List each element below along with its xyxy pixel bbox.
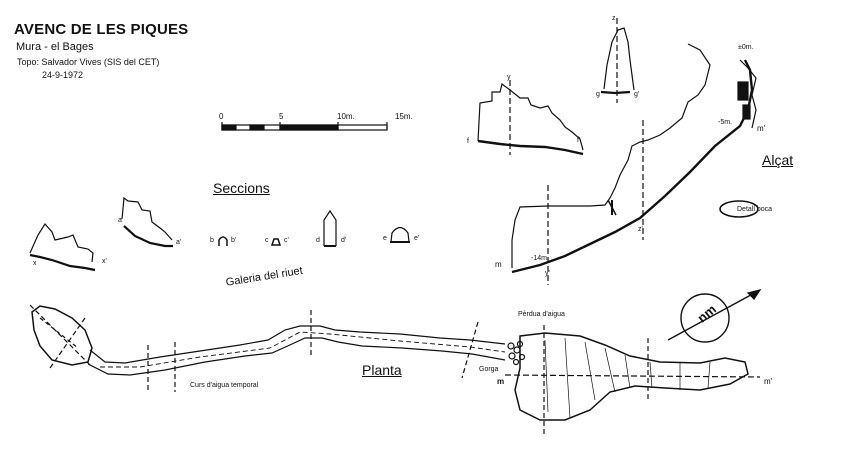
section-x bbox=[29, 223, 96, 272]
water-loss-label: Pèrdua d'aigua bbox=[518, 311, 565, 318]
section-a-prime-label: a' bbox=[176, 239, 182, 246]
elev-z-label: z bbox=[612, 15, 616, 22]
map-title: AVENC DE LES PIQUES bbox=[14, 21, 189, 38]
scale-label-15: 15m. bbox=[395, 112, 413, 121]
gorge-label: Gorga bbox=[479, 366, 499, 373]
section-a bbox=[121, 196, 173, 248]
scale-label-0: 0 bbox=[219, 112, 224, 121]
sections-title: Seccions bbox=[213, 180, 270, 196]
section-e bbox=[390, 226, 410, 243]
level-zero-label: ±0m. bbox=[738, 44, 754, 51]
plan-title: Planta bbox=[362, 362, 402, 378]
section-b-prime-label: b' bbox=[231, 237, 237, 244]
north-arrow bbox=[667, 289, 762, 343]
elev-m-prime-label: m' bbox=[757, 124, 766, 133]
section-f-label: f bbox=[467, 138, 469, 145]
section-e-label: e bbox=[383, 235, 387, 242]
section-x-prime-label: x' bbox=[102, 258, 107, 265]
section-g-label: g bbox=[596, 91, 600, 98]
section-f bbox=[477, 80, 584, 156]
section-g-prime-label: g' bbox=[634, 91, 640, 98]
scale-bar bbox=[221, 122, 388, 131]
elev-y-label: y bbox=[507, 74, 511, 81]
section-e-prime-label: e' bbox=[414, 235, 420, 242]
map-subtitle: Mura - el Bages bbox=[16, 41, 94, 53]
survey-date: 24-9-1972 bbox=[42, 70, 84, 80]
section-f-prime-label: f' bbox=[577, 137, 581, 144]
section-b-label: b bbox=[210, 237, 214, 244]
entrance-detail bbox=[719, 200, 759, 218]
elev-m-label: m bbox=[495, 260, 502, 269]
scale-label-10: 10m. bbox=[337, 112, 355, 121]
section-b bbox=[218, 236, 228, 246]
section-d-label: d bbox=[316, 237, 320, 244]
section-c bbox=[270, 238, 282, 246]
entrance-detail-label: Detall boca bbox=[737, 206, 773, 213]
section-c-label: c bbox=[265, 237, 269, 244]
elev-y-prime-label: y' bbox=[545, 270, 550, 277]
section-c-prime-label: c' bbox=[284, 237, 289, 244]
plan-m-label: m bbox=[497, 377, 505, 386]
section-a-label: a bbox=[118, 217, 122, 224]
elev-z-prime-label: z' bbox=[638, 226, 643, 233]
plan-view bbox=[29, 304, 761, 435]
plan-m-prime-label: m' bbox=[764, 377, 773, 386]
section-d-prime-label: d' bbox=[341, 237, 347, 244]
level-minus5-label: -5m. bbox=[718, 119, 732, 126]
scale-label-5: 5 bbox=[279, 112, 284, 121]
elevation-title: Alçat bbox=[762, 152, 794, 168]
section-d bbox=[323, 209, 337, 247]
level-minus14-label: -14m. bbox=[531, 255, 549, 262]
elevation-profile bbox=[511, 43, 757, 285]
section-g bbox=[600, 18, 635, 103]
stream-label: Curs d'aigua temporal bbox=[190, 382, 259, 389]
section-x-label: x bbox=[33, 260, 37, 267]
survey-credit: Topo: Salvador Vives (SIS del CET) bbox=[17, 57, 160, 67]
